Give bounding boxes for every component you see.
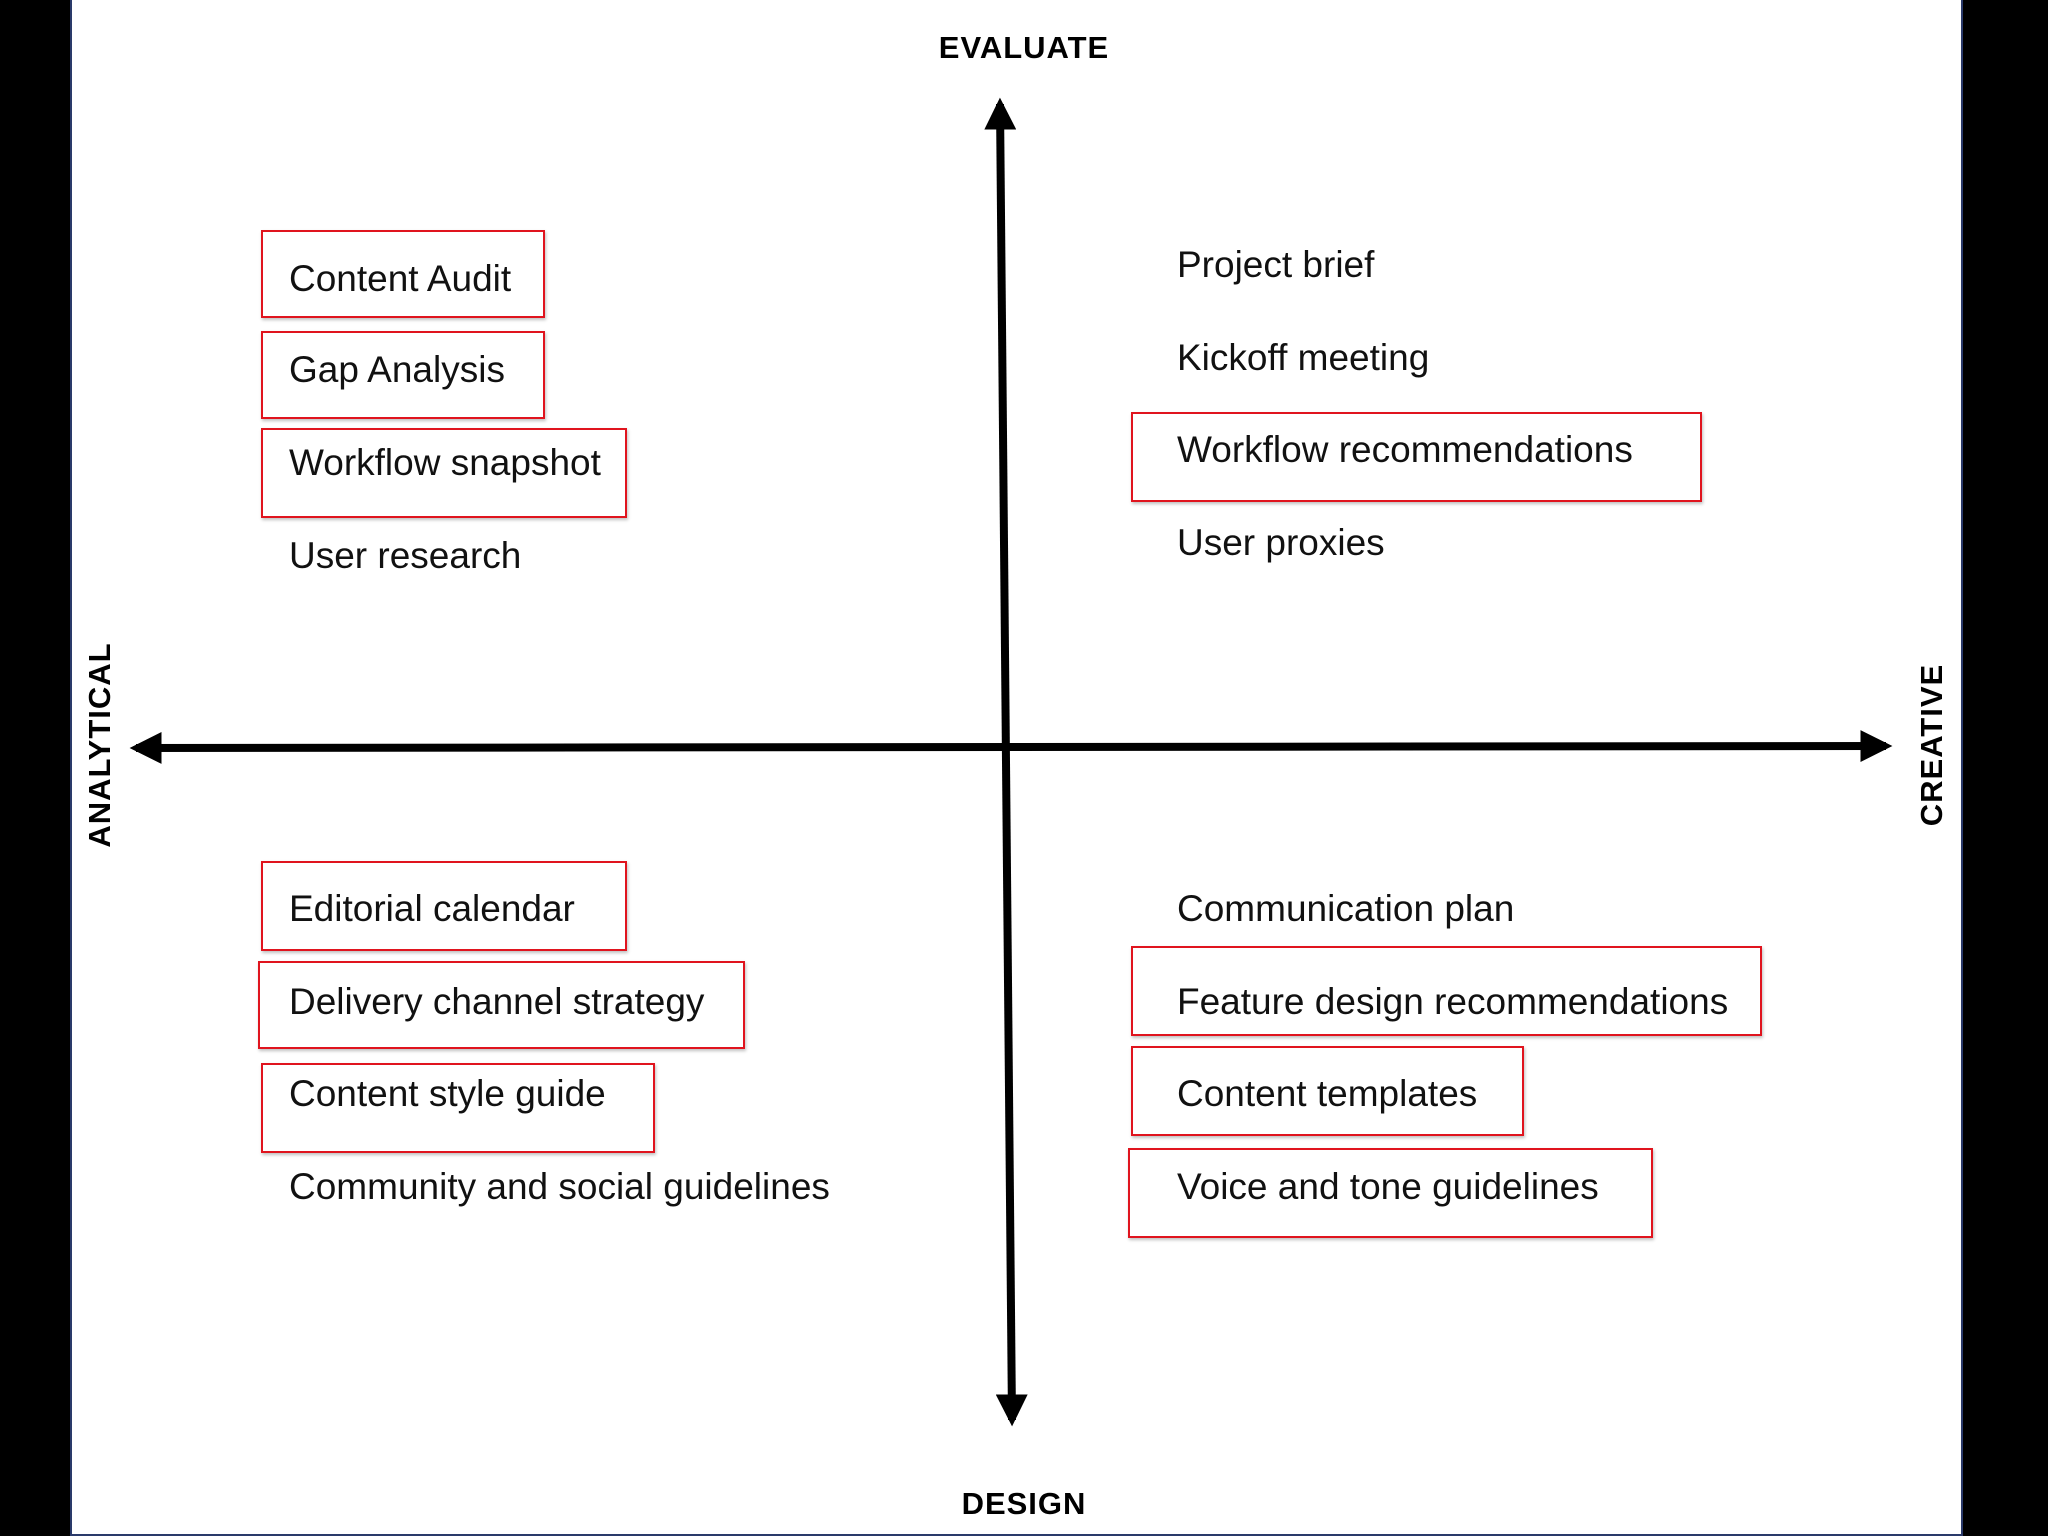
highlight-box [1131, 412, 1702, 502]
quadrant-item: Community and social guidelines [289, 1166, 830, 1207]
highlight-box [1131, 946, 1762, 1036]
quadrant-item: Communication plan [1177, 888, 1515, 929]
quadrant-item: User research [289, 535, 522, 576]
highlight-box [261, 1063, 655, 1153]
quadrant-item: Gap Analysis [289, 349, 505, 390]
quadrant-item: Feature design recommendations [1177, 981, 1729, 1022]
quadrant-item: Workflow snapshot [289, 442, 601, 483]
highlight-box [261, 331, 545, 419]
highlight-box [261, 428, 627, 518]
horizontal-axis [129, 730, 1893, 764]
quadrant-item: Editorial calendar [289, 888, 575, 929]
highlight-box [1128, 1148, 1653, 1238]
highlight-box [261, 230, 545, 318]
quadrant-item: Content templates [1177, 1073, 1478, 1114]
axis-label-right: CREATIVE [1914, 663, 1949, 827]
vertical-axis [984, 97, 1028, 1427]
quadrant-item: Workflow recommendations [1177, 429, 1633, 470]
highlight-box [261, 861, 627, 951]
axis-label-left: ANALYTICAL [82, 642, 117, 848]
highlight-box [258, 961, 745, 1049]
quadrant-item: Voice and tone guidelines [1177, 1166, 1599, 1207]
quadrant-item: Content style guide [289, 1073, 606, 1114]
highlight-box [1131, 1046, 1524, 1136]
quadrant-item: Project brief [1177, 244, 1375, 285]
quadrant-item: User proxies [1177, 522, 1385, 563]
axis-label-bottom: DESIGN [961, 1486, 1087, 1521]
axis-label-top: EVALUATE [938, 30, 1110, 65]
quadrant-item: Kickoff meeting [1177, 337, 1430, 378]
quadrant-item: Content Audit [289, 258, 512, 299]
quadrant-item: Delivery channel strategy [289, 981, 705, 1022]
